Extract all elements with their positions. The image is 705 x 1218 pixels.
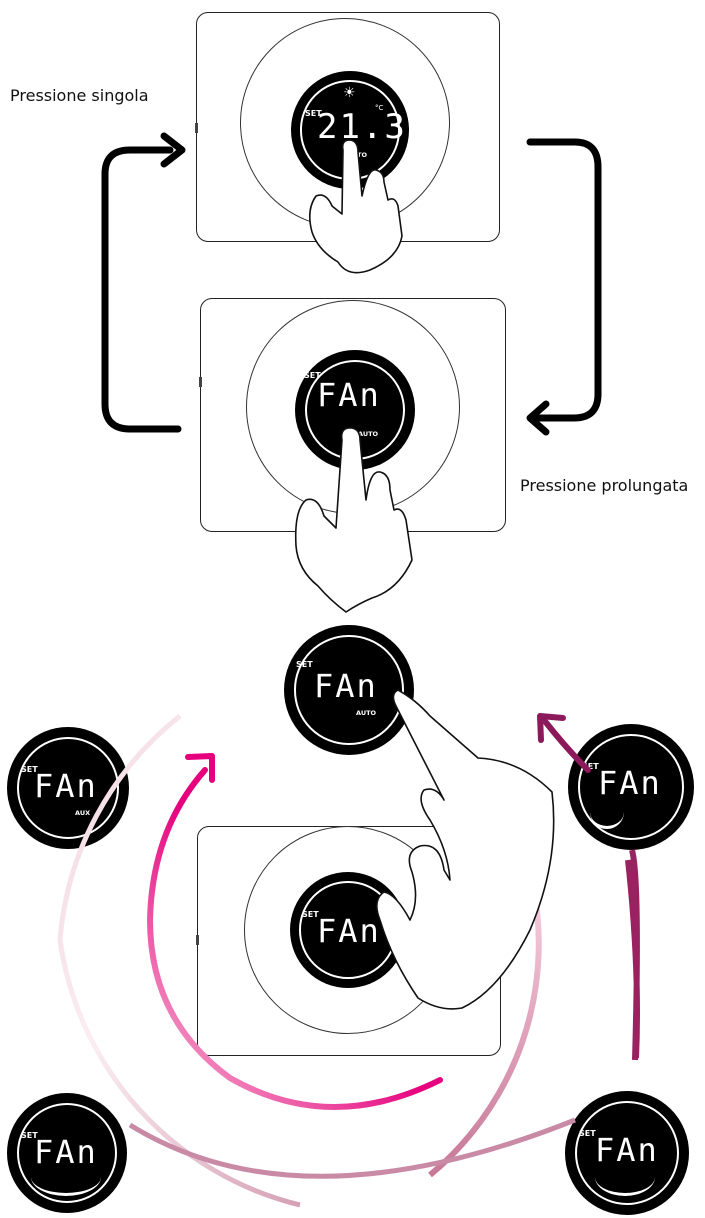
lcd-display-1[interactable]: ☀ SET 21.3 °C AUTO: [291, 71, 409, 189]
fan-level-bar: [595, 1177, 655, 1196]
fan-mode-aux-display: SET FAn AUX: [7, 727, 129, 849]
fan-value: FAn: [314, 667, 378, 705]
set-label: SET: [582, 762, 599, 771]
set-label: SET: [21, 1131, 38, 1140]
hand-icon: [294, 427, 413, 613]
fan-value: FAn: [34, 1133, 98, 1171]
mode-label: AUX: [75, 809, 91, 817]
fan-level-bar: [590, 812, 624, 829]
unit-label: °C: [375, 104, 384, 112]
fan-value: FAn: [34, 767, 98, 805]
curved-arrow-icon: [146, 753, 443, 1110]
caption-long-press: Pressione prolungata: [520, 476, 689, 495]
curved-arrow-icon: [537, 713, 640, 1061]
set-label: SET: [305, 109, 322, 118]
hand-icon: [308, 139, 403, 274]
fan-value: FAn: [317, 376, 381, 414]
set-label: SET: [21, 765, 38, 774]
temperature-value: 21.3: [317, 107, 407, 147]
set-label: SET: [296, 660, 313, 669]
mode-label: AUTO: [356, 709, 377, 717]
fan-speed-low-display: SET FAn: [568, 724, 694, 850]
fan-speed-medium-display: SET FAn: [565, 1091, 689, 1215]
set-label: SET: [302, 910, 319, 919]
curved-arrow-icon: [101, 132, 186, 433]
set-label: SET: [579, 1129, 596, 1138]
curved-arrow-icon: [526, 138, 602, 436]
fan-value: FAn: [598, 764, 662, 802]
fan-mode-auto-display: SET FAn AUTO: [284, 625, 414, 755]
fan-speed-high-display: SET FAn: [7, 1093, 127, 1213]
fan-value: FAn: [317, 912, 381, 950]
sun-icon: ☀: [343, 85, 356, 101]
mode-label: AUTO: [358, 430, 379, 438]
caption-single-press: Pressione singola: [10, 86, 149, 105]
fan-level-bar: [31, 1177, 101, 1196]
set-label: SET: [304, 371, 321, 380]
hand-icon: [376, 689, 555, 1010]
fan-value: FAn: [595, 1131, 659, 1169]
